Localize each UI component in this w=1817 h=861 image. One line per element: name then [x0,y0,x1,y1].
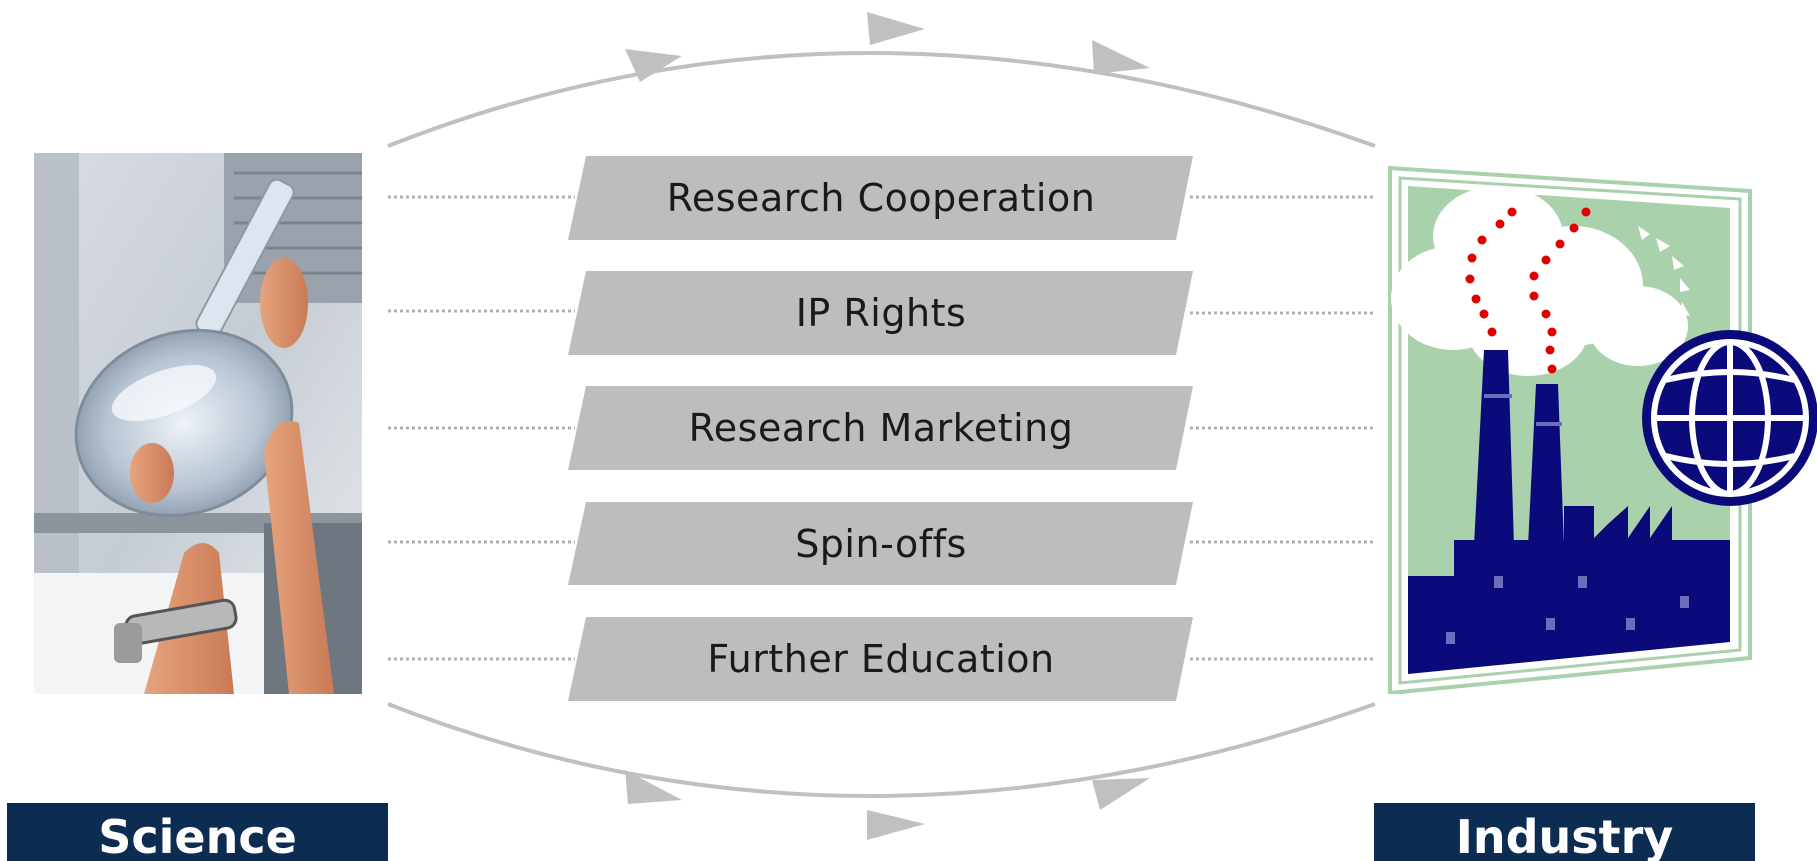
bottom-flow-arc [387,702,1376,798]
channel-further-education: Further Education [707,637,1055,681]
top-flow-arc [387,51,1376,148]
channel-spin-offs: Spin-offs [795,522,967,566]
dotted-connectors [388,195,1375,661]
channel-ip-rights: IP Rights [795,291,967,335]
arc-arrowhead-icon [1092,40,1150,74]
industry-factory-clipart [1388,166,1817,694]
science-caption: Science [7,803,388,861]
arc-arrowhead-icon [625,770,682,804]
arc-arrowhead-icon [867,810,925,840]
channel-research-cooperation: Research Cooperation [666,176,1096,220]
arc-arrowhead-icon [625,49,682,82]
science-lab-photo [34,153,362,694]
industry-caption: Industry [1374,803,1755,861]
arc-arrowhead-icon [867,12,925,45]
channel-research-marketing: Research Marketing [688,406,1074,450]
channel-bands [568,156,1193,701]
globe-icon [1642,330,1817,506]
arc-arrowhead-icon [1092,778,1150,810]
